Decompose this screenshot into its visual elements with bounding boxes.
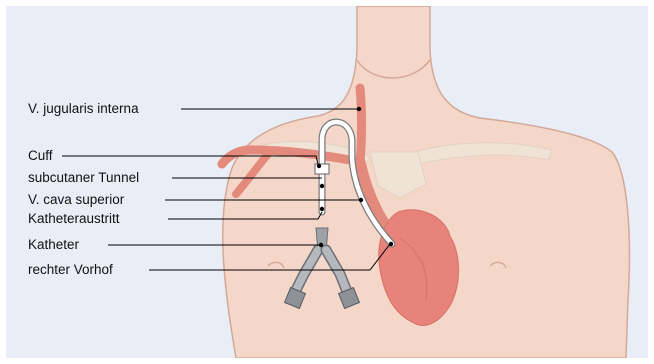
dot-catheter [319,243,323,247]
dot-cava [359,198,363,202]
label-cuff: Cuff [28,148,53,164]
dot-exit [320,207,324,211]
dot-jugularis [357,107,361,111]
label-cava: V. cava superior [28,192,124,208]
label-exit: Katheteraustritt [28,211,120,227]
dot-cuff [317,164,321,168]
label-atrium: rechter Vorhof [28,262,113,278]
illustration-panel: V. jugularis interna Cuff subcutaner Tun… [6,6,648,358]
label-catheter: Katheter [28,237,79,253]
label-tunnel: subcutaner Tunnel [28,170,139,186]
jugular-vein [360,88,362,162]
dot-atrium [389,242,393,246]
label-jugularis: V. jugularis interna [28,101,139,117]
dot-tunnel [320,184,324,188]
